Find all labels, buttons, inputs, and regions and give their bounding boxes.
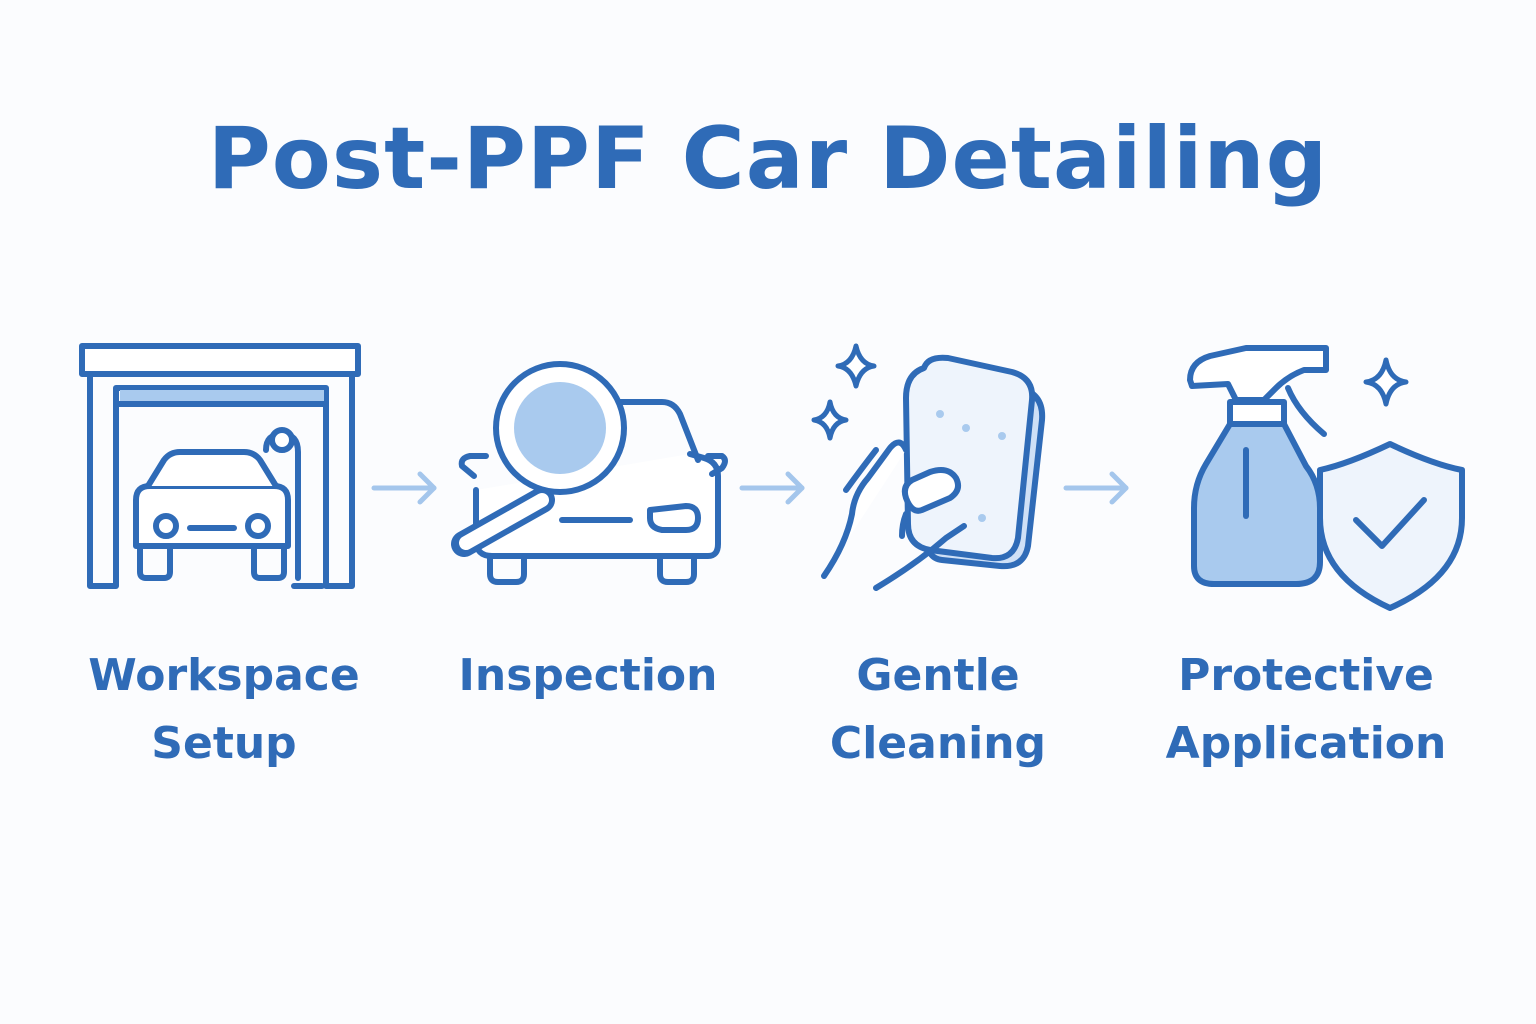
arrow-right-icon xyxy=(739,471,805,505)
arrow-right-icon xyxy=(371,471,437,505)
step-label-line: Cleaning xyxy=(829,718,1047,769)
step-label-workspace-setup: Workspace Setup xyxy=(34,642,414,778)
step-label-gentle-cleaning: Gentle Cleaning xyxy=(748,642,1128,778)
spray-shield-icon xyxy=(1187,345,1465,611)
page-title: Post-PPF Car Detailing xyxy=(207,109,1329,209)
step-label-protective-application: Protective Application xyxy=(1116,642,1496,778)
step-label-line: Workspace xyxy=(88,650,360,701)
arrow-right-icon xyxy=(1063,471,1129,505)
step-label-line: Gentle xyxy=(856,650,1020,701)
step-label-line: Inspection xyxy=(458,650,718,701)
hand-sponge-icon xyxy=(811,343,1046,591)
step-label-line: Setup xyxy=(151,718,297,769)
magnifier-car-icon xyxy=(451,361,728,585)
step-label-inspection: Inspection xyxy=(398,642,778,710)
step-label-line: Protective xyxy=(1178,650,1434,701)
step-label-line: Application xyxy=(1165,718,1447,769)
garage-car-icon xyxy=(79,343,361,589)
